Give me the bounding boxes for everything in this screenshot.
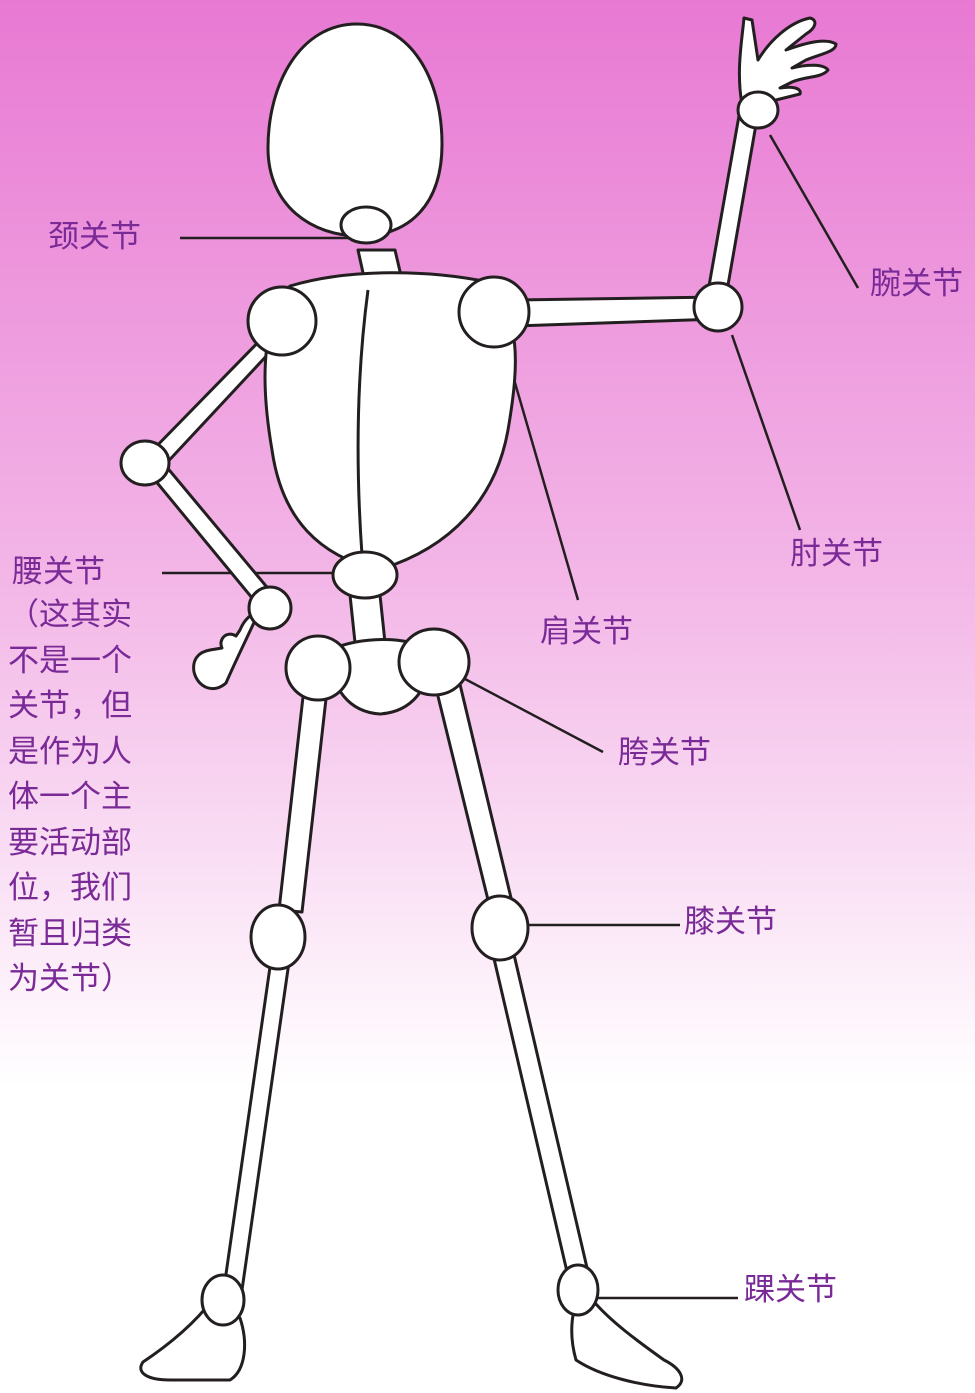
neck-joint-label: 颈关节 — [48, 219, 141, 255]
mannequin-figure — [119, 16, 838, 1390]
elbow-joint-label: 肘关节 — [790, 536, 883, 572]
left-elbow-joint — [119, 439, 171, 487]
wrist-leader — [768, 134, 860, 289]
right-wrist-joint — [736, 90, 780, 130]
right-hip-joint — [397, 627, 471, 697]
right-ankle-joint — [556, 1263, 600, 1317]
right-foot — [570, 1302, 684, 1390]
shoulder-joint-label: 肩关节 — [540, 614, 633, 650]
right-elbow-joint — [692, 281, 744, 333]
hip-leader — [447, 668, 604, 754]
left-hip-joint — [284, 634, 352, 702]
left-knee-joint — [249, 903, 307, 971]
hip-joint-label: 胯关节 — [618, 735, 711, 771]
waist-joint — [331, 550, 399, 600]
waist-joint-note: （这其实 不是一个 关节，但 是作为人 体一个主 要活动部 位，我们 暂且归类 … — [8, 597, 132, 997]
left-wrist-joint — [247, 585, 293, 631]
right-hand — [737, 16, 838, 113]
chest — [263, 271, 517, 572]
right-knee-joint — [470, 894, 530, 962]
waist-joint-label: 腰关节 — [12, 554, 105, 590]
knee-joint-label: 膝关节 — [684, 904, 777, 940]
elbow-leader — [730, 334, 802, 531]
right-shoulder-joint — [457, 275, 531, 349]
neck-joint — [339, 205, 393, 245]
left-shoulder-joint — [246, 285, 318, 357]
left-ankle-joint — [200, 1273, 246, 1327]
head — [266, 22, 444, 238]
wrist-joint-label: 腕关节 — [870, 266, 963, 302]
chest-center-line — [356, 289, 370, 556]
ankle-joint-label: 踝关节 — [744, 1272, 837, 1308]
left-hand — [192, 612, 260, 691]
